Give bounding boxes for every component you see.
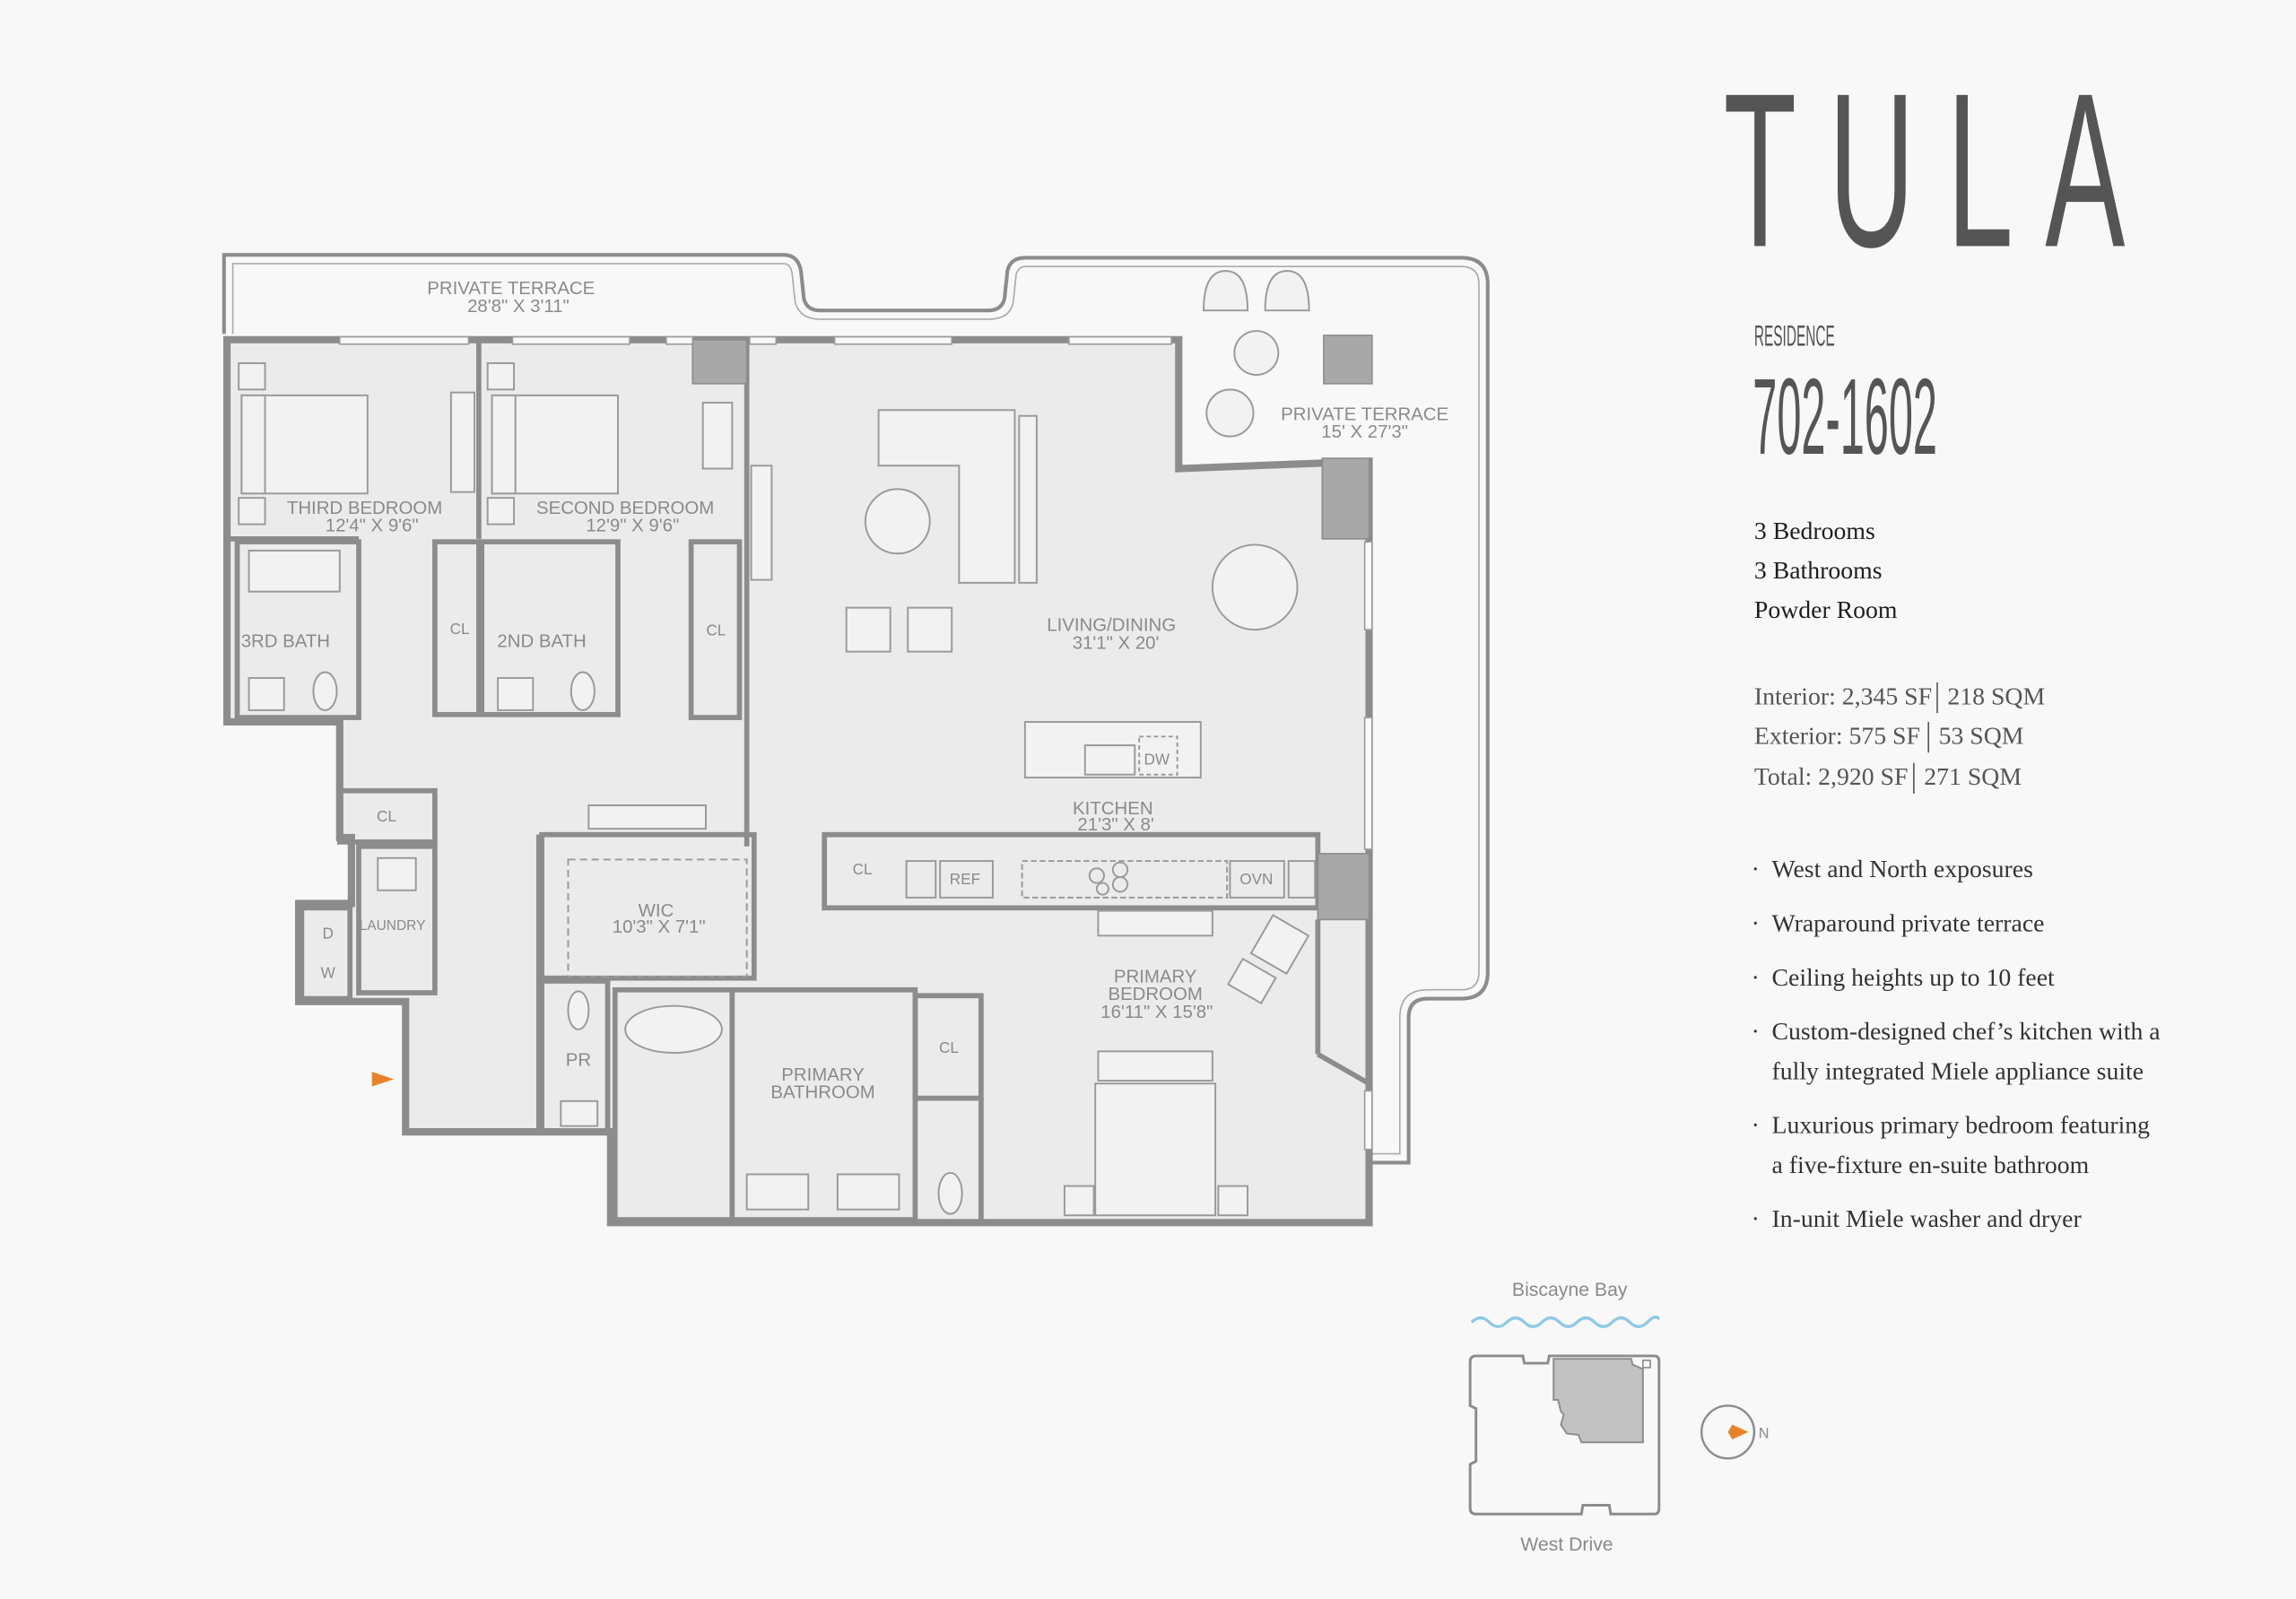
room-name: WIC	[639, 901, 674, 921]
feature-item-cont: a five-fixture en-suite bathroom	[1772, 1151, 2090, 1179]
area-interior-sf: Interior: 2,345 SF	[1754, 682, 1932, 710]
room-dims: 10'3" X 7'1"	[613, 917, 706, 937]
closet-label: CL	[450, 620, 470, 638]
column	[1321, 457, 1370, 540]
room-name: 3RD BATH	[241, 632, 330, 652]
feature-item: In-unit Miele washer and dryer	[1772, 1205, 2082, 1233]
room-name: PR	[566, 1051, 591, 1071]
feature-item: Custom-designed chef’s kitchen with a	[1772, 1018, 2161, 1046]
feature-item-cont: fully integrated Miele appliance suite	[1772, 1057, 2144, 1085]
room-dims: 31'1" X 20'	[1073, 633, 1160, 653]
room-dims: 15' X 27'3"	[1321, 422, 1408, 442]
room-name: PRIVATE TERRACE	[427, 279, 595, 299]
feature-item: Ceiling heights up to 10 feet	[1772, 964, 2056, 992]
closet-label: CL	[853, 860, 873, 878]
room-name: BATHROOM	[770, 1083, 874, 1103]
room-dims: 28'8" X 3'11"	[467, 297, 570, 317]
summary-bedrooms: 3 Bedrooms	[1754, 517, 1875, 545]
column	[691, 339, 748, 385]
interior-walls	[227, 339, 1370, 1222]
unit-highlight	[1552, 1358, 1644, 1444]
water-wave-icon	[1470, 1315, 1661, 1328]
room-dims: 16'11" X 15'8"	[1100, 1003, 1213, 1022]
compass-icon	[1700, 1404, 1756, 1460]
area-exterior-sf: Exterior: 575 SF	[1754, 722, 1920, 750]
building-outline	[1468, 1354, 1661, 1516]
room-name: BEDROOM	[1108, 985, 1202, 1004]
column	[1317, 853, 1370, 921]
closet-label: CL	[706, 621, 726, 639]
area-total-sf: Total: 2,920 SF	[1754, 763, 1909, 791]
area-row: Interior: 2,345 SF 218 SQM	[1754, 682, 2045, 714]
room-name: PRIVATE TERRACE	[1281, 405, 1448, 425]
closet-label: CL	[377, 807, 396, 825]
brand-logo: TULA	[1724, 47, 2157, 292]
room-dims: 12'9" X 9'6"	[586, 517, 679, 536]
entry-arrow-icon	[371, 1072, 395, 1087]
bullet-icon: ·	[1752, 1205, 1760, 1233]
terrace-outline	[222, 253, 1490, 1165]
area-total-sqm: 271 SQM	[1924, 763, 2022, 791]
area-row: Total: 2,920 SF 271 SQM	[1754, 762, 2022, 794]
feature-item: West and North exposures	[1772, 856, 2033, 883]
furniture	[238, 270, 1373, 1217]
bay-label: Biscayne Bay	[1512, 1280, 1628, 1300]
windows	[338, 335, 1373, 1151]
room-name: LAUNDRY	[360, 918, 426, 934]
room-dims: 21'3" X 8'	[1077, 815, 1153, 835]
room-dims: 12'4" X 9'6"	[326, 517, 419, 536]
compass-north-label: N	[1759, 1425, 1770, 1441]
summary-bathrooms: 3 Bathrooms	[1754, 557, 1883, 585]
unit-number: 702-1602	[1752, 356, 1937, 477]
bullet-icon: ·	[1752, 1112, 1760, 1140]
refrigerator-label: REF	[950, 870, 980, 888]
area-row: Exterior: 575 SF 53 SQM	[1754, 721, 2024, 753]
floor-plan: PRIVATE TERRACE 28'8" X 3'11" THIRD BEDR…	[222, 253, 1490, 1227]
room-name: SECOND BEDROOM	[536, 499, 714, 518]
washer-label: W	[321, 964, 336, 982]
feature-item: Luxurious primary bedroom featuring	[1772, 1112, 2151, 1140]
street-label: West Drive	[1520, 1534, 1613, 1555]
bullet-icon: ·	[1752, 856, 1760, 883]
room-name: KITCHEN	[1073, 799, 1152, 819]
area-interior-sqm: 218 SQM	[1947, 682, 2045, 710]
room-name: PRIMARY	[1114, 968, 1197, 987]
area-exterior-sqm: 53 SQM	[1939, 722, 2024, 750]
dryer-label: D	[323, 925, 334, 943]
room-name: THIRD BEDROOM	[287, 499, 442, 518]
room-name: LIVING/DINING	[1047, 616, 1176, 636]
bullet-icon: ·	[1752, 909, 1760, 937]
residence-label: RESIDENCE	[1754, 318, 1835, 352]
feature-item: Wraparound private terrace	[1772, 909, 2045, 937]
oven-label: OVN	[1239, 870, 1273, 888]
info-panel: TULA RESIDENCE 702-1602 3 Bedrooms 3 Bat…	[1724, 47, 2161, 1233]
room-name: PRIMARY	[781, 1065, 865, 1085]
room-labels: PRIVATE TERRACE 28'8" X 3'11" THIRD BEDR…	[241, 279, 1448, 1102]
bullet-icon: ·	[1752, 1018, 1760, 1046]
feature-list: · West and North exposures · Wraparound …	[1752, 856, 2161, 1233]
summary-powder: Powder Room	[1754, 596, 1898, 624]
closet-label: CL	[939, 1038, 959, 1056]
bullet-icon: ·	[1752, 964, 1760, 992]
compass-arrow-icon	[1727, 1424, 1749, 1439]
site-map: Biscayne Bay West Drive N	[1468, 1280, 1770, 1555]
dishwasher-label: DW	[1144, 750, 1170, 768]
room-name: 2ND BATH	[497, 632, 586, 652]
